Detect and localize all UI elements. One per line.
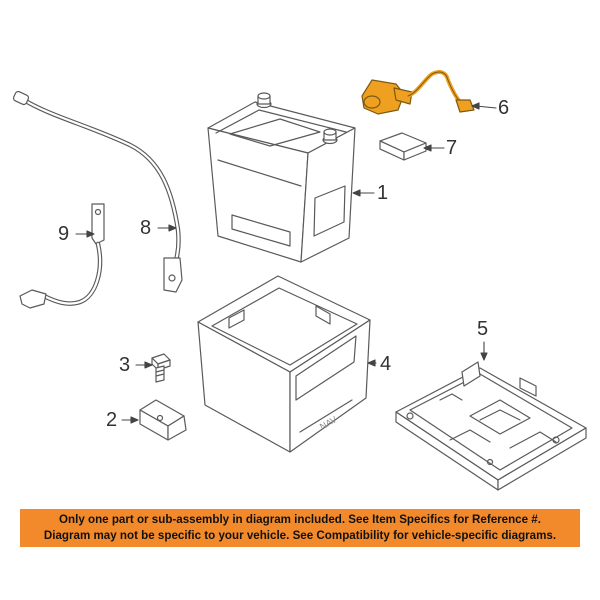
callout-3: 3 [119,354,131,376]
callout-7: 7 [446,137,458,159]
callout-1: 1 [377,182,389,204]
battery-carrier-icon [395,361,587,491]
battery-tray-box-icon: NAV [197,275,371,453]
callout-2: 2 [106,409,118,431]
battery-icon [207,92,356,263]
positive-cable-icon [12,90,183,293]
battery-sensor-harness-icon [361,70,475,115]
callout-6: 6 [498,97,510,119]
sensor-module-icon [379,132,427,161]
notice-line-2: Diagram may not be specific to your vehi… [43,529,557,542]
bracket-icon [139,399,187,441]
hold-down-bolt-icon [151,353,171,383]
callout-8: 8 [140,217,152,239]
callout-4: 4 [380,353,392,375]
negative-cable-icon [19,203,105,309]
compatibility-notice-banner: Only one part or sub-assembly in diagram… [20,509,580,547]
notice-line-1: Only one part or sub-assembly in diagram… [59,513,541,526]
callout-9: 9 [58,223,70,245]
callout-5: 5 [477,318,489,340]
callout-leaders [75,102,497,424]
